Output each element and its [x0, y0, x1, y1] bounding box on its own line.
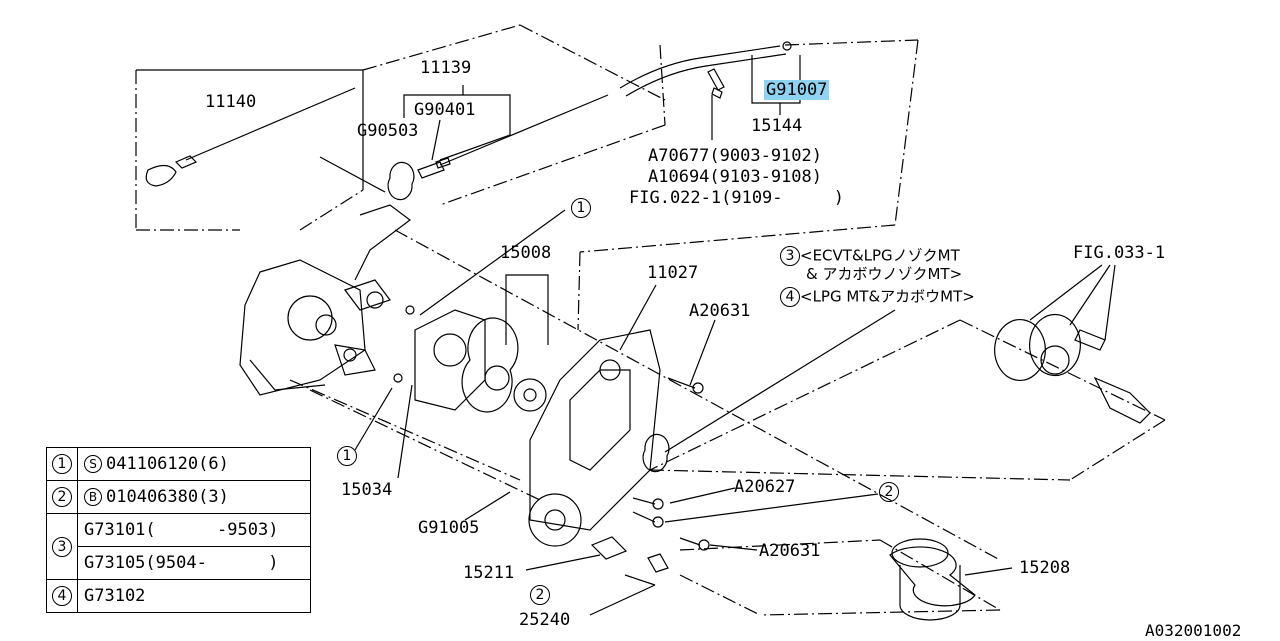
label-11139[interactable]: 11139 [420, 58, 472, 78]
dipstick-frame [135, 24, 919, 331]
legend-num-2: 2 [46, 480, 78, 514]
callout-1-top: 1 [571, 198, 591, 218]
label-15208[interactable]: 15208 [1019, 558, 1071, 578]
label-11140[interactable]: 11140 [205, 92, 257, 112]
note-3-cont: & アカボウノゾクMT> [806, 265, 963, 283]
callout-2-bottom: 2 [530, 585, 550, 605]
label-G91005[interactable]: G91005 [418, 518, 480, 538]
legend-num-4: 4 [46, 579, 78, 613]
valve-plug [590, 536, 669, 586]
leaders-main [354, 209, 1116, 616]
label-A20631-bottom[interactable]: A20631 [759, 541, 821, 561]
callout-1-left: 1 [337, 446, 357, 466]
label-G91007[interactable]: G91007 [764, 80, 830, 100]
engine-block [239, 204, 411, 396]
dipstick-11139 [387, 94, 609, 201]
leaders-top [319, 55, 801, 193]
legend-row-4: 4 G73102 [46, 579, 311, 613]
legend-text-3a[interactable]: G73101( -9503) [77, 513, 311, 547]
legend-row-3a: 3 G73101( -9503) [46, 513, 311, 580]
legend-text-3b[interactable]: G73105(9504- ) [77, 546, 311, 580]
oil-pump-parts [405, 305, 547, 413]
label-15034[interactable]: 15034 [341, 480, 393, 500]
label-15008[interactable]: 15008 [500, 243, 552, 263]
label-A20631-top[interactable]: A20631 [689, 301, 751, 321]
label-15144[interactable]: 15144 [751, 116, 803, 136]
label-G90503[interactable]: G90503 [357, 121, 419, 141]
note-4: 4<LPG MT&アカボウMT> [780, 287, 975, 307]
note-3: 3<ECVT&LPGノゾクMT [780, 246, 960, 266]
oil-cooler [994, 314, 1151, 424]
dipstick-11140 [145, 87, 356, 187]
label-15211[interactable]: 15211 [463, 563, 515, 583]
guide-tube [619, 41, 792, 99]
legend-row-3b: G73105(9504- ) [47, 546, 311, 580]
front-cover-11027 [528, 329, 670, 547]
label-A70677[interactable]: A70677(9003-9102) [648, 146, 822, 166]
legend-num-3: 3 [46, 513, 78, 580]
label-A20627[interactable]: A20627 [734, 477, 796, 497]
legend-num-1: 1 [46, 447, 78, 481]
label-fig-033-1[interactable]: FIG.033-1 [1073, 243, 1166, 263]
label-G90401[interactable]: G90401 [414, 100, 476, 120]
label-25240[interactable]: 25240 [519, 610, 571, 630]
label-11027[interactable]: 11027 [647, 263, 699, 283]
bolts [393, 373, 710, 551]
callout-2-right: 2 [879, 482, 899, 502]
diagram-code: A032001002 [1145, 621, 1242, 640]
label-A10694[interactable]: A10694(9103-9108) [648, 167, 822, 187]
legend-text-4[interactable]: G73102 [77, 579, 311, 613]
oil-filter-15208 [889, 538, 976, 621]
label-fig-022-1[interactable]: FIG.022-1(9109- ) [629, 188, 844, 208]
